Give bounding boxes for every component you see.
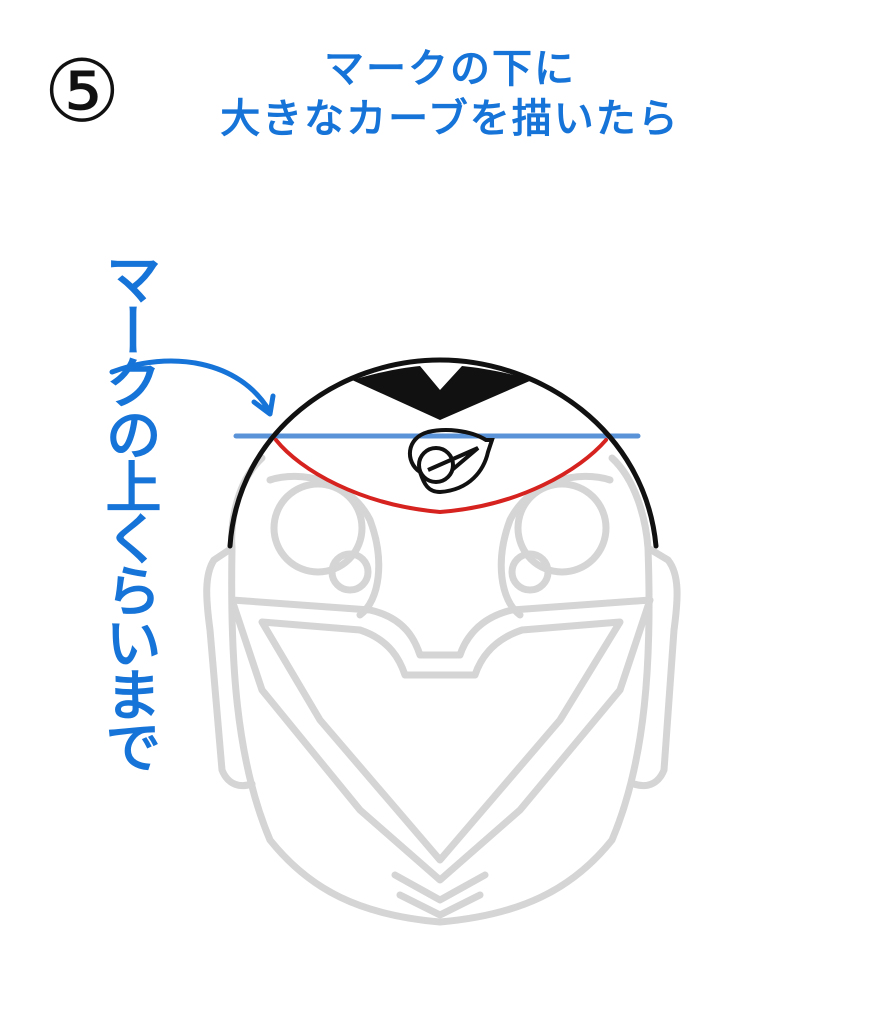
left-eye-inner xyxy=(328,550,372,594)
new-red-curve xyxy=(274,438,608,515)
visor-outer xyxy=(228,596,654,884)
side-note-text: マークの上くらいまで xyxy=(96,250,161,770)
right-eye-outer xyxy=(514,480,610,576)
arrow-pointer xyxy=(109,358,276,417)
visor-inner xyxy=(258,618,624,864)
chin-vent xyxy=(391,871,489,919)
right-eye-frame xyxy=(497,472,614,619)
helmet-right-side xyxy=(608,454,681,790)
left-eye-frame xyxy=(266,472,383,619)
helmet-jaw-outline xyxy=(228,544,653,926)
emblem-icon xyxy=(407,428,495,495)
right-eye-inner xyxy=(508,550,552,594)
helmet-top-arc xyxy=(227,357,659,549)
helmet-sketch xyxy=(203,454,681,926)
step-number: ⑤ xyxy=(43,42,121,142)
instruction-line-2: 大きなカーブを描いたら xyxy=(220,96,680,142)
forehead-chevron xyxy=(352,366,532,420)
instruction-text: マークの下に 大きなカーブを描いたら xyxy=(150,44,750,144)
instruction-line-1: マークの下に xyxy=(324,46,576,92)
left-eye-outer xyxy=(270,480,366,576)
